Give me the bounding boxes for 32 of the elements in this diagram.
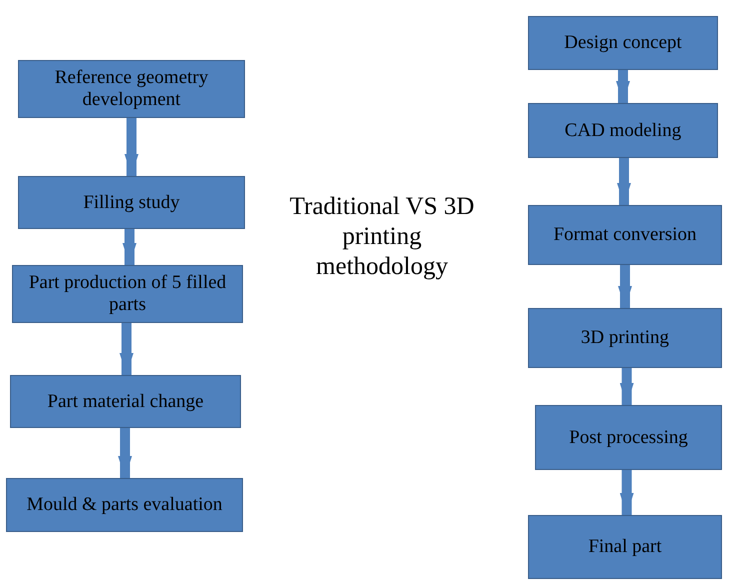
box-label: Format conversion [553, 224, 696, 246]
block-arrow [616, 70, 630, 103]
box-label: Final part [588, 536, 662, 558]
box-label: Part production of 5 filled parts [28, 272, 228, 316]
box-label: Filling study [83, 192, 180, 214]
block-arrow [620, 368, 634, 405]
box-label: Design concept [564, 32, 682, 54]
block-arrow [124, 118, 138, 176]
block-arrow [118, 428, 132, 478]
block-arrow [120, 323, 134, 375]
process-box [18, 60, 245, 118]
box-label: Post processing [569, 426, 688, 448]
process-box [18, 176, 245, 229]
box-label: Part material change [47, 390, 204, 412]
block-arrow [618, 265, 632, 308]
process-box [528, 308, 722, 368]
box-label: Reference geometry development [54, 67, 210, 111]
diagram-title: Traditional VS 3D printing methodology [288, 192, 476, 282]
box-label: Mould & parts evaluation [26, 494, 222, 516]
block-arrow [617, 158, 631, 205]
block-arrow [620, 470, 634, 515]
block-arrow [122, 229, 136, 265]
process-box [528, 205, 722, 265]
process-box [12, 265, 243, 323]
process-box [528, 16, 718, 70]
process-box [528, 515, 722, 579]
box-label: 3D printing [580, 327, 670, 349]
box-label: CAD modeling [564, 120, 682, 142]
process-box [528, 103, 718, 158]
process-box [10, 375, 241, 428]
process-box [535, 405, 722, 470]
process-box [6, 478, 243, 532]
